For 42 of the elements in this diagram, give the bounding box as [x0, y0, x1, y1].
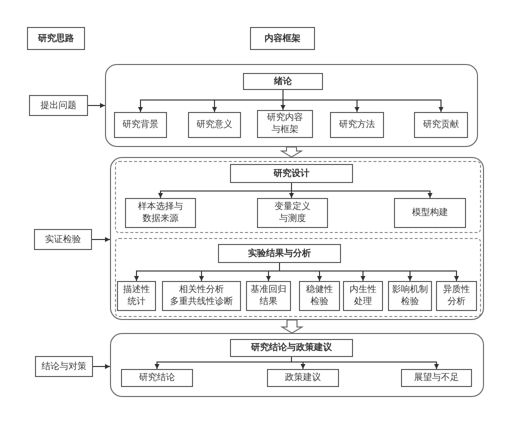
topic-box: 样本选择与数据来源: [125, 198, 196, 228]
label-text: 多重共线性诊断: [170, 296, 233, 308]
topic-box: 内生性处理: [343, 281, 383, 311]
section-panel: [105, 64, 478, 147]
arrow: [279, 262, 459, 282]
dashed-frame: [115, 238, 481, 317]
heading-box: 研究结论与政策建议: [230, 339, 353, 357]
heading-box: 绪论: [243, 73, 323, 90]
header-box: 内容框架: [250, 27, 315, 50]
topic-box: [162, 281, 241, 311]
heading-box: 研究设计: [230, 164, 353, 183]
topic-box: 稳健性检验: [299, 281, 340, 311]
topic-box: 研究意义: [188, 112, 241, 138]
topic-box: 展望与不足: [401, 369, 472, 387]
topic-box: 模型构建: [394, 198, 466, 228]
topic-box: 研究方法: [330, 112, 384, 138]
label-text: 相关性分析: [179, 284, 224, 296]
arrow: [291, 182, 432, 198]
topic-box: 影响机制检验: [388, 281, 432, 311]
block-arrow: [280, 146, 304, 158]
topic-box: 描述性统计: [117, 281, 156, 311]
stage-box: 提出问题: [29, 95, 88, 116]
block-arrow: [280, 320, 304, 334]
stage-box: 实证检验: [34, 229, 92, 250]
topic-box: 研究背景: [114, 112, 167, 138]
dashed-frame: [115, 161, 481, 233]
topic-box: 研究结论: [121, 369, 193, 387]
arrow: [282, 90, 444, 112]
topic-box: 基准回归结果: [246, 281, 291, 311]
arrow: [92, 237, 110, 242]
section-panel: [110, 157, 484, 320]
heading-box: 实验结果与分析: [218, 244, 341, 263]
topic-box: 研究贡献: [414, 112, 468, 138]
topic-box: 变量定义与测度: [257, 198, 328, 228]
arrow: [92, 364, 110, 369]
topic-box: 政策建议: [267, 369, 339, 387]
arrow: [88, 103, 106, 108]
topic-box: 异质性分析: [436, 281, 477, 311]
stage-box: 结论与对策: [35, 356, 93, 377]
section-panel: [110, 333, 484, 397]
header-box: 研究思路: [27, 27, 85, 50]
topic-box: 研究内容与框架: [257, 110, 313, 138]
